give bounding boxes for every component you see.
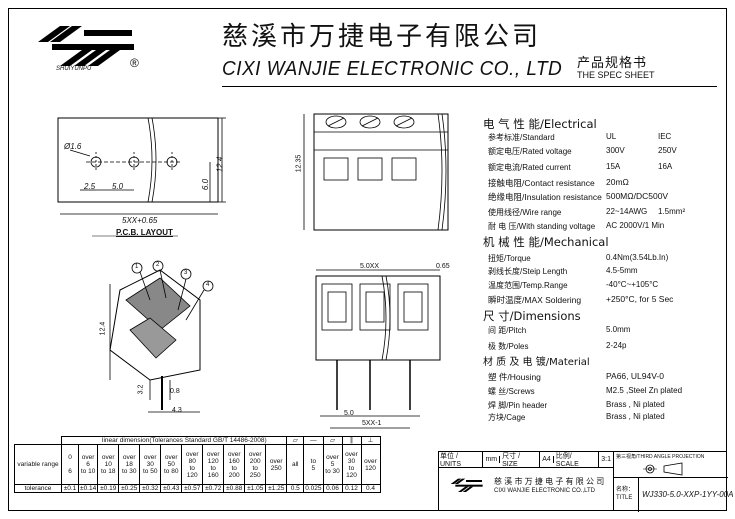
company-logo xyxy=(38,26,134,66)
tolerance-value: ±0.25 xyxy=(118,484,141,493)
tolerance-value: ±0.88 xyxy=(223,484,246,493)
angularity-symbol-icon: ⊥ xyxy=(360,436,381,445)
dim-front-5-0: 5.0 xyxy=(344,410,354,417)
tolerance-value: ±0.72 xyxy=(202,484,225,493)
dim-offset-2-5: 2.5 xyxy=(84,182,96,191)
geo-range-cell: over 120 xyxy=(360,444,381,485)
dim-front-5xx: 5.0XX xyxy=(360,263,380,270)
dim-side-12-4: 12.4 xyxy=(99,321,107,336)
tolerance-table: linear dimension(Tolerances Standard GB/… xyxy=(14,436,381,493)
dim-front-0-65: 0.65 xyxy=(436,263,450,270)
title-block xyxy=(438,451,727,511)
dim-side-0-8: 0.8 xyxy=(170,388,180,395)
variable-range-label: variable range xyxy=(14,444,62,485)
pcb-layout-view xyxy=(57,117,226,237)
side-view xyxy=(109,260,214,413)
tolerance-value: ±0.19 xyxy=(97,484,120,493)
dim-hole-diameter: Ø1.6 xyxy=(64,142,82,151)
dim-length-5xx: 5XX+0.65 xyxy=(122,216,158,225)
geo-value: 0.12 xyxy=(341,484,362,493)
tolerance-value: ±1.25 xyxy=(265,484,288,493)
top-view xyxy=(303,113,449,231)
third-angle-projection-icon xyxy=(643,462,683,476)
title-block-company-cn: 慈 溪 市 万 捷 电 子 有 限 公 司 xyxy=(494,477,605,486)
callout-4: 4 xyxy=(206,282,210,288)
pcb-layout-label: P.C.B. LAYOUT xyxy=(116,228,173,237)
callout-3: 3 xyxy=(184,270,188,276)
title-block-header-row: 单位 / UNITS mm 尺寸 / SIZE A4 比例/ SCALE 3:1 xyxy=(438,450,613,468)
tolerance-table-title: linear dimension(Tolerances Standard GB/… xyxy=(60,436,288,445)
straightness-symbol-icon: — xyxy=(303,436,324,445)
tolerance-value: ±0.32 xyxy=(139,484,162,493)
spec-sheet-title-cn: 产品规格书 xyxy=(577,56,648,71)
title-label: 名称：TITLE xyxy=(616,487,635,501)
part-number: WJ330-5.0-XXP-1YY-00A xyxy=(642,490,734,499)
geo-value: 0.4 xyxy=(360,484,381,493)
tolerance-value: ±0.14 xyxy=(77,484,99,493)
dim-side-3-2: 3.2 xyxy=(137,384,145,395)
tolerance-label: tolerance xyxy=(14,484,62,493)
range-cell: over 250 xyxy=(265,444,288,485)
title-block-logo xyxy=(450,478,483,492)
dimensions-section-title: 尺 寸/Dimensions xyxy=(483,309,581,323)
geo-value: 0.025 xyxy=(303,484,324,493)
company-name-en: CIXI WANJIE ELECTRONIC CO., LTD xyxy=(222,58,563,80)
tolerance-value: ±0.1 xyxy=(61,484,79,493)
projection-label: 第三视角/THIRD ANGLE PROJECTION xyxy=(616,454,705,460)
material-section-title: 材 质 及 电 镀/Material xyxy=(483,357,590,368)
logo-brand-text: SHUIYUNPU xyxy=(56,66,92,72)
header-underline xyxy=(222,86,717,87)
tolerance-value: ±0.43 xyxy=(160,484,183,493)
geo-all-cell: all xyxy=(286,444,305,485)
dim-height-12-4: 12.4 xyxy=(215,156,225,173)
electrical-section-title: 电 气 性 能/Electrical xyxy=(483,117,597,131)
company-name-cn: 慈溪市万捷电子有限公司 xyxy=(222,22,542,52)
geo-value: 0.06 xyxy=(322,484,343,493)
tolerance-value: ±0.57 xyxy=(181,484,204,493)
registered-mark: ® xyxy=(130,56,139,70)
callout-1: 1 xyxy=(135,264,139,270)
drawing-sheet xyxy=(8,8,727,511)
dim-pitch-5-0: 5.0 xyxy=(112,182,124,191)
front-view xyxy=(315,269,441,429)
parallelism-symbol-icon: ▱ xyxy=(322,436,343,445)
flatness-symbol-icon: ⏥ xyxy=(286,436,305,445)
dim-top-12-35: 12.35 xyxy=(295,154,303,173)
dim-height-6-0: 6.0 xyxy=(201,178,211,191)
title-block-right: 第三视角/THIRD ANGLE PROJECTION 名称：TITLE WJ3… xyxy=(613,451,733,512)
mechanical-section-title: 机 械 性 能/Mechanical xyxy=(483,235,609,249)
spec-sheet-title-en: THE SPEC SHEET xyxy=(577,70,655,80)
title-block-company-en: CIXI WANJIE ELECTRONIC CO.,LTD xyxy=(494,488,596,494)
dim-front-5xx-1: 5XX-1 xyxy=(362,420,382,427)
perpendicular-symbol-icon: ∥ xyxy=(341,436,362,445)
tolerance-value: ±1.05 xyxy=(244,484,267,493)
callout-2: 2 xyxy=(156,262,160,268)
geo-value: 0.5 xyxy=(286,484,305,493)
dim-side-4-3: 4.3 xyxy=(172,407,182,414)
